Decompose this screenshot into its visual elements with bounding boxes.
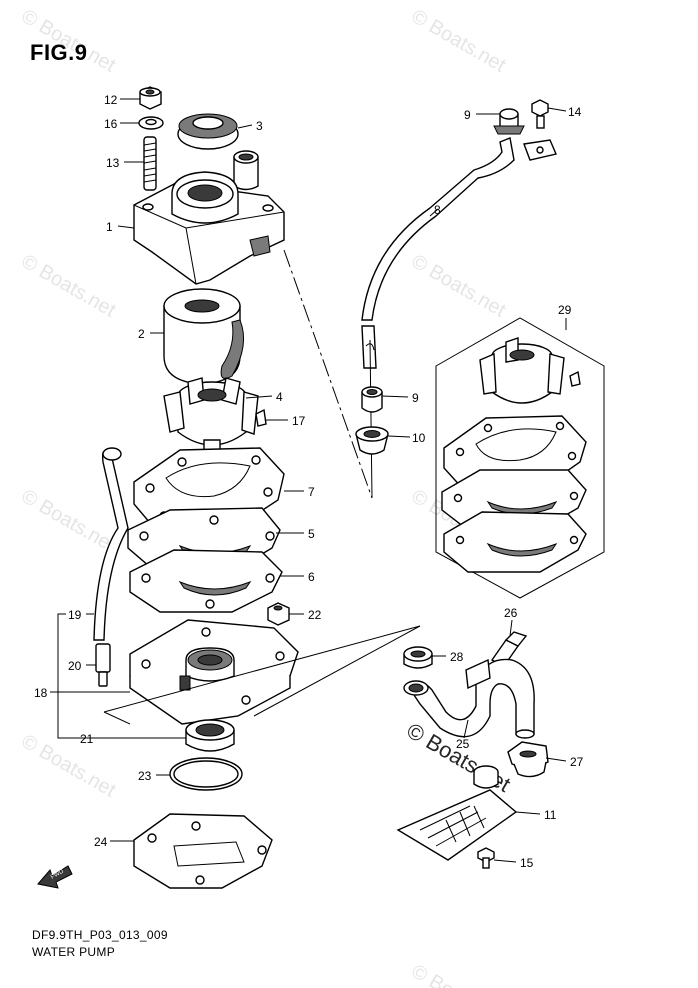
- callout-1: 1: [106, 220, 113, 234]
- leader-lines: [50, 98, 567, 863]
- part-3-seal: [177, 113, 239, 150]
- callout-20: 20: [68, 659, 82, 673]
- callout-17: 17: [292, 414, 306, 428]
- part-28-grommet: [403, 646, 433, 669]
- part-23-o-ring: [169, 757, 243, 791]
- watermark: © Boats.net: [18, 485, 120, 557]
- callout-2: 2: [138, 327, 145, 341]
- watermark: © Boats.net: [18, 250, 120, 322]
- part-15-bolt: [477, 847, 495, 869]
- part-10-seal: [355, 426, 389, 455]
- part-19-water-tube: [93, 447, 129, 641]
- callout-22: 22: [308, 608, 322, 622]
- callout-16: 16: [104, 117, 118, 131]
- callout-9: 9: [412, 391, 419, 405]
- callout-5: 5: [308, 527, 315, 541]
- part-6-gasket: [129, 549, 283, 613]
- callout-8: 8: [434, 203, 441, 217]
- callout-26: 26: [504, 606, 518, 620]
- part-8-pipe: [361, 137, 557, 369]
- part-17-key: [255, 408, 267, 427]
- figure-name: WATER PUMP: [32, 945, 115, 959]
- part-25-joint: [403, 658, 535, 739]
- part-29-repair-kit: [435, 317, 605, 599]
- callout-7: 7: [308, 485, 315, 499]
- part-13-stud: [143, 136, 157, 191]
- callout-labels: 12 16 13 3 1 2 4 17 7 5 6 22 19 20 18 21…: [34, 93, 584, 870]
- part-1-pump-case: [133, 171, 285, 285]
- callout-3: 3: [256, 119, 263, 133]
- assembly-line: [103, 625, 421, 725]
- callout-19: 19: [68, 608, 82, 622]
- callout-28: 28: [450, 650, 464, 664]
- watermark: © Boats.net: [18, 730, 120, 802]
- callout-18: 18: [34, 686, 48, 700]
- fwd-arrow-icon: FWD: [37, 865, 73, 889]
- callout-4: 4: [276, 390, 283, 404]
- callout-13: 13: [106, 156, 120, 170]
- callout-24: 24: [94, 835, 108, 849]
- part-11-screen: [396, 765, 518, 861]
- part-9-grommet-lower: [361, 386, 383, 413]
- callout-11: 11: [544, 808, 557, 822]
- callout-12: 12: [104, 93, 118, 107]
- part-9-grommet-top: [493, 108, 525, 135]
- alignment-line-vertical: [369, 339, 373, 499]
- callout-29: 29: [558, 303, 572, 317]
- part-2-insert: [163, 288, 245, 385]
- figure-title: FIG.9: [30, 40, 88, 65]
- alignment-line: [283, 249, 373, 499]
- part-21-oil-seal: [185, 719, 235, 752]
- part-4-impeller: [163, 377, 259, 453]
- callout-10: 10: [412, 431, 426, 445]
- part-27-seal: [507, 741, 549, 778]
- callout-9: 9: [464, 108, 471, 122]
- watermark: © Boats.net: [408, 960, 510, 988]
- part-12-nut: [139, 86, 162, 110]
- watermark: © Boats.net: [18, 5, 120, 77]
- part-tube-guide: [233, 150, 259, 191]
- callout-23: 23: [138, 769, 152, 783]
- figure-code: DF9.9TH_P03_013_009: [32, 928, 168, 942]
- callout-15: 15: [520, 856, 534, 870]
- callout-14: 14: [568, 105, 582, 119]
- part-14-bolt: [531, 99, 549, 129]
- part-24-gasket: [133, 813, 273, 889]
- part-18-lower-housing: [129, 619, 299, 725]
- callout-21: 21: [80, 732, 94, 746]
- callout-27: 27: [570, 755, 584, 769]
- callout-6: 6: [308, 570, 315, 584]
- callout-25: 25: [456, 737, 470, 751]
- part-16-washer: [138, 116, 164, 130]
- watermark: © Boats.net: [408, 250, 510, 322]
- part-20-grommet: [95, 643, 111, 687]
- watermark: © Boats.net: [408, 5, 510, 77]
- part-22-nut: [267, 602, 290, 626]
